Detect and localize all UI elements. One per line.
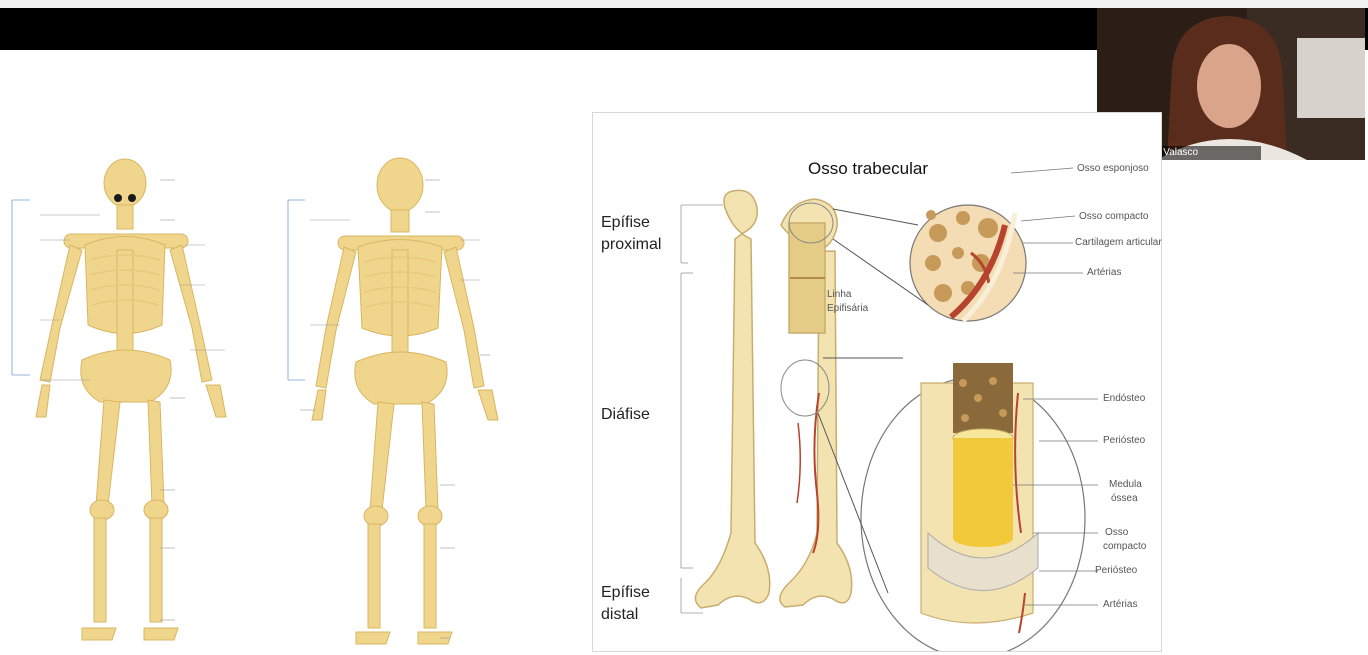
medula-label-2: óssea	[1111, 493, 1138, 504]
osso-compacto-bottom-label-1: Osso	[1105, 527, 1128, 538]
osso-compacto-label: Osso compacto	[1079, 211, 1148, 222]
cartilagem-articular-label: Cartilagem articular	[1075, 237, 1162, 248]
medula-label-1: Medula	[1109, 479, 1142, 490]
window-top-edge	[0, 0, 1368, 8]
epifise-distal-label-1: Epífise	[601, 583, 650, 603]
diafise-label: Diáfise	[601, 405, 650, 425]
osso-compacto-bottom-label-2: compacto	[1103, 541, 1146, 552]
arterias-top-label: Artérias	[1087, 267, 1121, 278]
arterias-bottom-label: Artérias	[1103, 599, 1137, 610]
linha-epifisaria-label-2: Epifisária	[827, 303, 868, 314]
endosteo-label: Endósteo	[1103, 393, 1145, 404]
epifise-proximal-label-2: proximal	[601, 235, 661, 255]
periosteo-label-1: Periósteo	[1103, 435, 1145, 446]
epifise-proximal-label-1: Epífise	[601, 213, 650, 233]
osso-trabecular-label: Osso trabecular	[808, 159, 928, 179]
epifise-distal-label-2: distal	[601, 605, 638, 625]
linha-epifisaria-label-1: Linha	[827, 289, 851, 300]
skeleton-front-back-illustration	[0, 150, 545, 650]
long-bone-diagram: Osso trabecular Epífise proximal Diáfise…	[592, 112, 1162, 652]
skeleton-illustrations	[0, 150, 545, 650]
periosteo-label-2: Periósteo	[1095, 565, 1137, 576]
osso-esponjoso-label: Osso esponjoso	[1077, 163, 1149, 174]
bone-anatomy-illustration	[593, 113, 1161, 651]
